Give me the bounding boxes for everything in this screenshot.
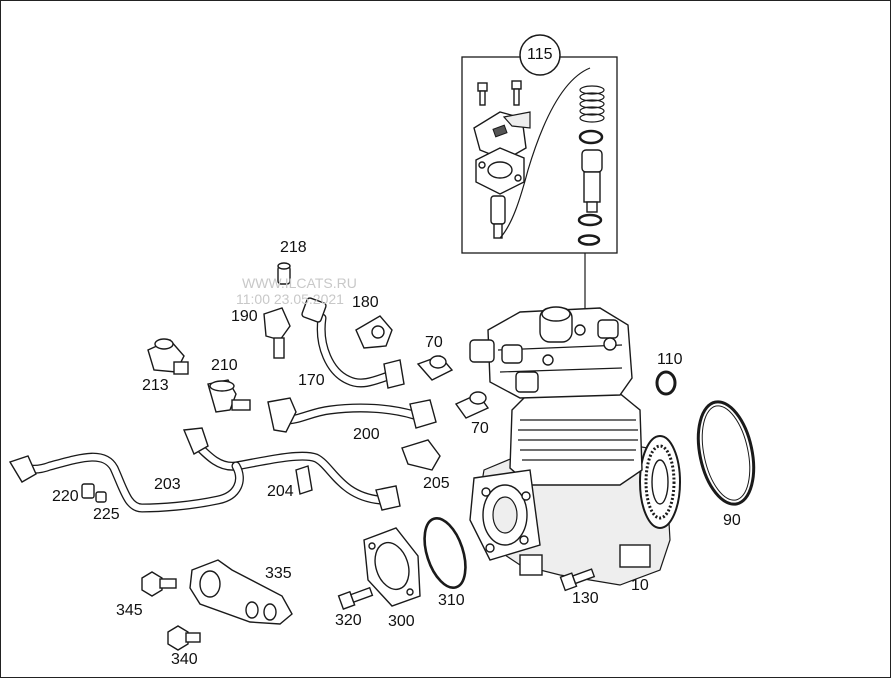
callout-90[interactable]: 90: [723, 512, 741, 529]
callout-218[interactable]: 218: [280, 239, 307, 256]
callout-200[interactable]: 200: [353, 426, 380, 443]
callout-300[interactable]: 300: [388, 613, 415, 630]
callout-70-lower[interactable]: 70: [471, 420, 489, 437]
callout-310[interactable]: 310: [438, 592, 465, 609]
callout-320[interactable]: 320: [335, 612, 362, 629]
part-205-fitting: [401, 439, 441, 471]
detail-box-115: [461, 34, 618, 312]
callout-225[interactable]: 225: [93, 506, 120, 523]
callout-213[interactable]: 213: [142, 377, 169, 394]
part-180-fitting: [301, 297, 393, 349]
pipe-170: [316, 313, 393, 388]
part-310-o-ring: [423, 517, 467, 589]
part-110-seal: [655, 370, 677, 396]
part-210-fitting: [207, 379, 251, 413]
part-204-clip: [295, 465, 313, 495]
callout-210[interactable]: 210: [211, 357, 238, 374]
callout-110[interactable]: 110: [657, 351, 683, 368]
part-335-bracket: [189, 559, 293, 625]
callout-10[interactable]: 10: [631, 577, 649, 594]
callout-70-upper[interactable]: 70: [425, 334, 443, 351]
part-220-fitting: [81, 483, 95, 499]
part-225-fitting: [95, 491, 107, 503]
part-345-bolt: [141, 571, 177, 597]
part-70-fitting-b: [454, 391, 490, 419]
part-213-fitting: [147, 338, 189, 375]
callout-115[interactable]: 115: [527, 46, 553, 63]
part-70-fitting-a: [416, 355, 454, 381]
pipe-200: [281, 403, 419, 425]
part-90-o-ring: [696, 400, 756, 506]
callout-340[interactable]: 340: [171, 651, 198, 668]
callout-130[interactable]: 130: [572, 590, 599, 607]
watermark-timestamp: 11:00 23.05.2021: [236, 291, 344, 307]
callout-345[interactable]: 345: [116, 602, 143, 619]
part-170-fittings: [383, 359, 405, 389]
part-320-bolt: [337, 586, 374, 610]
part-300-flange: [363, 527, 421, 607]
part-130-bolt: [559, 568, 596, 592]
pipe-203: [19, 437, 385, 513]
callout-circle-115: [519, 34, 561, 76]
watermark-site: WWW.ILCATS.RU: [242, 275, 357, 291]
callout-335[interactable]: 335: [265, 565, 292, 582]
part-190-fitting: [263, 307, 291, 359]
part-203-fittings: [8, 427, 401, 511]
callout-180[interactable]: 180: [352, 294, 379, 311]
part-218-fitting: [277, 262, 291, 285]
callout-220[interactable]: 220: [52, 488, 79, 505]
part-200-fittings: [267, 397, 437, 433]
callout-170[interactable]: 170: [298, 372, 325, 389]
callout-203[interactable]: 203: [154, 476, 181, 493]
compressor-10: [469, 306, 681, 586]
callout-204[interactable]: 204: [267, 483, 294, 500]
callout-190[interactable]: 190: [231, 308, 258, 325]
part-340-bolt: [167, 625, 201, 651]
callout-205[interactable]: 205: [423, 475, 450, 492]
